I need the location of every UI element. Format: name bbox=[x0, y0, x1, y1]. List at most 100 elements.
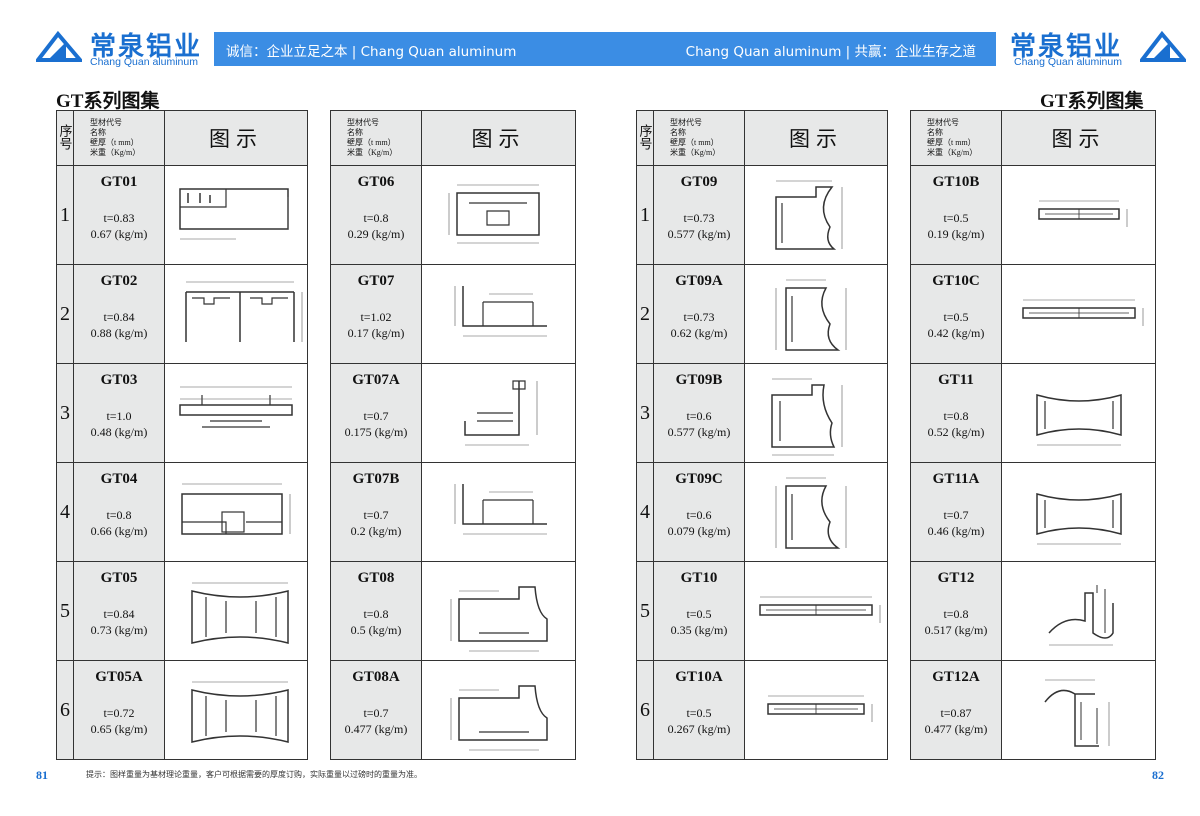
meter-weight: 0.477 (kg/m) bbox=[344, 722, 408, 736]
header-code: 型材代号名称壁厚（t mm）米重（Kg/m） bbox=[910, 110, 1002, 166]
meter-weight: 0.88 (kg/m) bbox=[90, 326, 148, 340]
profile-drawing-cell bbox=[744, 363, 888, 463]
wall-thickness: t=0.7 bbox=[363, 508, 389, 522]
profile-code: GT09B bbox=[675, 372, 723, 388]
brand-name-en: Chang Quan aluminum bbox=[90, 56, 198, 68]
profile-drawing bbox=[448, 184, 540, 244]
profile-code: GT07A bbox=[352, 372, 400, 388]
profile-drawing bbox=[1037, 200, 1127, 227]
profile-drawing bbox=[1035, 394, 1122, 446]
table-header-row: 型材代号名称壁厚（t mm）米重（Kg/m）图示 bbox=[330, 110, 576, 166]
wall-thickness: t=0.6 bbox=[686, 409, 712, 423]
profile-drawing-cell bbox=[744, 660, 888, 760]
profile-code: GT10 bbox=[680, 570, 718, 586]
profile-drawing-cell bbox=[164, 165, 308, 265]
profile-drawing-cell bbox=[421, 165, 576, 265]
header-code-line: 米重（Kg/m） bbox=[347, 148, 398, 157]
header-index-text: 序号 bbox=[57, 123, 73, 150]
profile-drawing-cell bbox=[1001, 660, 1156, 760]
profile-drawing bbox=[771, 378, 843, 456]
profile-drawing-cell bbox=[421, 660, 576, 760]
meter-weight: 0.29 (kg/m) bbox=[347, 227, 405, 241]
profile-code: GT09A bbox=[675, 273, 723, 289]
profile-drawing bbox=[775, 477, 847, 549]
row-index: 2 bbox=[56, 264, 74, 364]
profile-drawing-cell bbox=[164, 264, 308, 364]
wall-thickness: t=0.6 bbox=[686, 508, 712, 522]
profile-drawing-cell bbox=[164, 462, 308, 562]
profile-drawing bbox=[185, 281, 303, 342]
wall-thickness: t=0.7 bbox=[363, 706, 389, 720]
profile-code: GT10B bbox=[932, 174, 980, 190]
profile-drawing-cell bbox=[1001, 561, 1156, 661]
row-index: 1 bbox=[636, 165, 654, 265]
profile-code: GT05 bbox=[100, 570, 138, 586]
header-code: 型材代号名称壁厚（t mm）米重（Kg/m） bbox=[653, 110, 745, 166]
meter-weight: 0.19 (kg/m) bbox=[927, 227, 985, 241]
profile-drawing-cell bbox=[1001, 165, 1156, 265]
table-header-row: 序号型材代号名称壁厚（t mm）米重（Kg/m）图示 bbox=[636, 110, 888, 166]
profile-code: GT02 bbox=[100, 273, 138, 289]
header-code-line: 型材代号 bbox=[347, 118, 379, 127]
profile-drawing-cell bbox=[744, 264, 888, 364]
meter-weight: 0.48 (kg/m) bbox=[90, 425, 148, 439]
profile-drawing bbox=[1043, 679, 1109, 747]
profile-code: GT09 bbox=[680, 174, 718, 190]
row-index: 3 bbox=[636, 363, 654, 463]
header-code-line: 名称 bbox=[347, 128, 363, 137]
meter-weight: 0.267 (kg/m) bbox=[667, 722, 731, 736]
wall-thickness: t=0.7 bbox=[943, 508, 969, 522]
page-number-left: 81 bbox=[36, 768, 48, 782]
profile-drawing bbox=[454, 286, 547, 337]
wall-thickness: t=0.8 bbox=[943, 607, 969, 621]
header-code-line: 型材代号 bbox=[90, 118, 122, 127]
profile-drawing-cell bbox=[1001, 264, 1156, 364]
wall-thickness: t=1.0 bbox=[106, 409, 132, 423]
profile-code: GT01 bbox=[100, 174, 138, 190]
section-title-left: GT系列图集 bbox=[56, 91, 160, 112]
row-index: 3 bbox=[56, 363, 74, 463]
brand-mark-icon bbox=[1140, 30, 1186, 62]
wall-thickness: t=0.84 bbox=[103, 607, 135, 621]
meter-weight: 0.175 (kg/m) bbox=[344, 425, 408, 439]
header-code-line: 米重（Kg/m） bbox=[670, 148, 721, 157]
meter-weight: 0.52 (kg/m) bbox=[927, 425, 985, 439]
profile-drawing bbox=[191, 582, 289, 644]
row-index: 4 bbox=[56, 462, 74, 562]
row-index: 2 bbox=[636, 264, 654, 364]
profile-drawing bbox=[181, 483, 291, 535]
profile-code: GT11A bbox=[932, 471, 980, 487]
profile-code: GT10C bbox=[932, 273, 980, 289]
wall-thickness: t=0.5 bbox=[686, 607, 712, 621]
header-code-line: 型材代号 bbox=[927, 118, 959, 127]
meter-weight: 0.577 (kg/m) bbox=[667, 227, 731, 241]
